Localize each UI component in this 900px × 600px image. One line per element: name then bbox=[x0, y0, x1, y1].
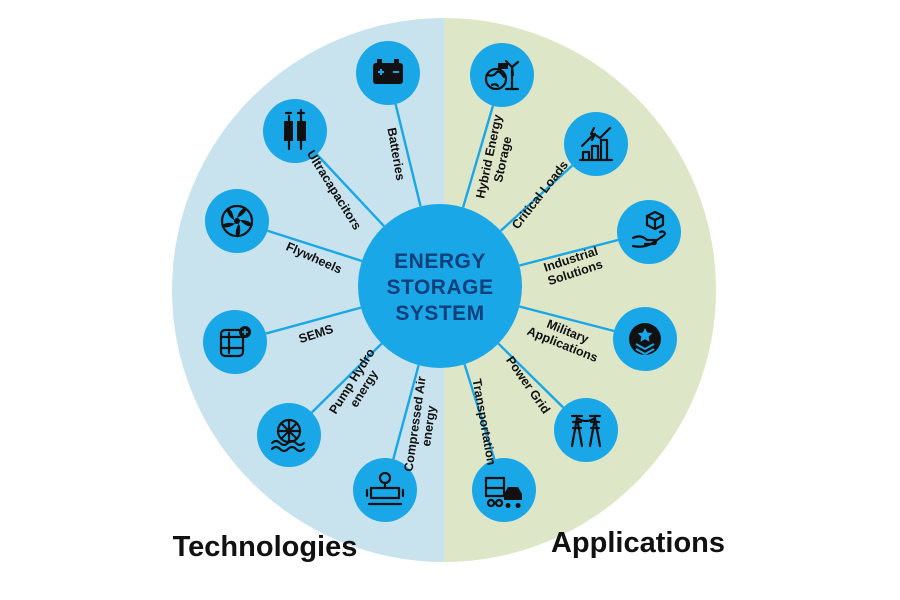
flywheel-icon bbox=[220, 204, 254, 238]
center-circle bbox=[358, 204, 522, 368]
technology-connector-1 bbox=[315, 153, 385, 227]
center-line-1: ENERGY bbox=[394, 250, 486, 273]
technology-node-1 bbox=[263, 99, 327, 163]
applications-title: Applications bbox=[551, 527, 725, 559]
power-grid-icon bbox=[570, 414, 602, 448]
application-node-2 bbox=[617, 200, 681, 264]
application-connector-0 bbox=[461, 105, 495, 208]
industrial-solutions-icon bbox=[631, 210, 666, 248]
transportation-icon bbox=[484, 476, 522, 508]
compressed-air-icon bbox=[365, 471, 405, 506]
center-line-3: SYSTEM bbox=[395, 302, 484, 325]
application-connector-4 bbox=[497, 342, 565, 409]
application-connector-5 bbox=[463, 363, 496, 460]
battery-icon bbox=[373, 59, 403, 84]
technology-connector-4 bbox=[310, 342, 383, 414]
military-icon bbox=[629, 323, 661, 356]
application-node-1 bbox=[564, 112, 628, 176]
center-line-2: STORAGE bbox=[387, 276, 494, 299]
critical-loads-icon bbox=[578, 126, 614, 162]
technology-connector-3 bbox=[265, 306, 362, 335]
ultracapacitor-icon bbox=[284, 108, 306, 151]
sems-icon bbox=[219, 326, 251, 358]
technology-connector-0 bbox=[394, 103, 422, 207]
application-connector-3 bbox=[519, 305, 615, 333]
nodes bbox=[203, 41, 681, 522]
technology-node-5 bbox=[353, 458, 417, 522]
application-node-4 bbox=[554, 398, 618, 462]
technology-node-3 bbox=[203, 310, 267, 374]
technology-connector-5 bbox=[392, 364, 420, 460]
application-connector-1 bbox=[499, 164, 574, 232]
technologies-title: Technologies bbox=[173, 531, 358, 563]
hybrid-energy-icon bbox=[484, 59, 520, 91]
application-connector-2 bbox=[519, 238, 619, 267]
technology-connector-2 bbox=[267, 229, 363, 263]
connector-lines bbox=[265, 103, 619, 460]
hydro-turbine-icon bbox=[270, 418, 306, 453]
technology-label-5-line-1: energy bbox=[419, 405, 439, 448]
